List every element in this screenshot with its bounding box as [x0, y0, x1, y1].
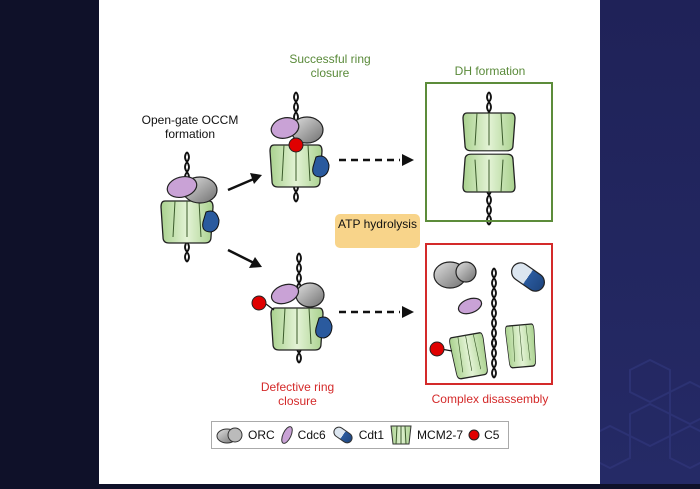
successful-complex: [269, 91, 330, 203]
hex-pattern: [589, 358, 700, 470]
label-defective-ring-closure: Defective ring closure: [260, 380, 335, 408]
disassembled-parts: [429, 261, 545, 381]
legend-item-cdt1: Cdt1: [331, 425, 384, 445]
legend-label-mcm: MCM2-7: [417, 428, 464, 442]
arrow-down: [227, 248, 262, 268]
legend-item-orc: ORC: [216, 425, 275, 445]
legend: ORC Cdc6 Cdt1 MCM2-7 C5: [211, 421, 509, 449]
occm-complex: [160, 151, 220, 263]
dh-formation-box: [425, 82, 553, 222]
background-hex-pattern: [589, 0, 700, 484]
legend-item-c5: C5: [468, 428, 499, 442]
legend-label-orc: ORC: [248, 428, 275, 442]
label-complex-disassembly: Complex disassembly: [431, 392, 549, 406]
complex-disassembly-box: [425, 243, 553, 385]
label-open-gate-occm: Open-gate OCCM formation: [141, 113, 239, 141]
cdc6-icon: [280, 426, 293, 444]
atp-hydrolysis-badge: ATP hydrolysis: [335, 214, 420, 248]
legend-label-c5: C5: [484, 428, 500, 442]
defective-complex: [251, 252, 333, 364]
legend-item-cdc6: Cdc6: [280, 425, 326, 445]
mcm-icon: [390, 425, 412, 445]
dashed-arrow-top: [339, 154, 414, 166]
orc-icon: [216, 427, 243, 444]
legend-label-cdt1: Cdt1: [358, 428, 385, 442]
label-dh-formation: DH formation: [454, 64, 526, 78]
label-successful-ring-closure: Successful ring closure: [289, 52, 371, 80]
c5-icon: [468, 429, 480, 441]
arrow-up: [227, 173, 262, 192]
legend-item-mcm: MCM2-7: [389, 424, 463, 446]
legend-label-cdc6: Cdc6: [297, 428, 326, 442]
cdt1-icon: [333, 426, 353, 444]
dashed-arrow-bottom: [339, 306, 414, 318]
